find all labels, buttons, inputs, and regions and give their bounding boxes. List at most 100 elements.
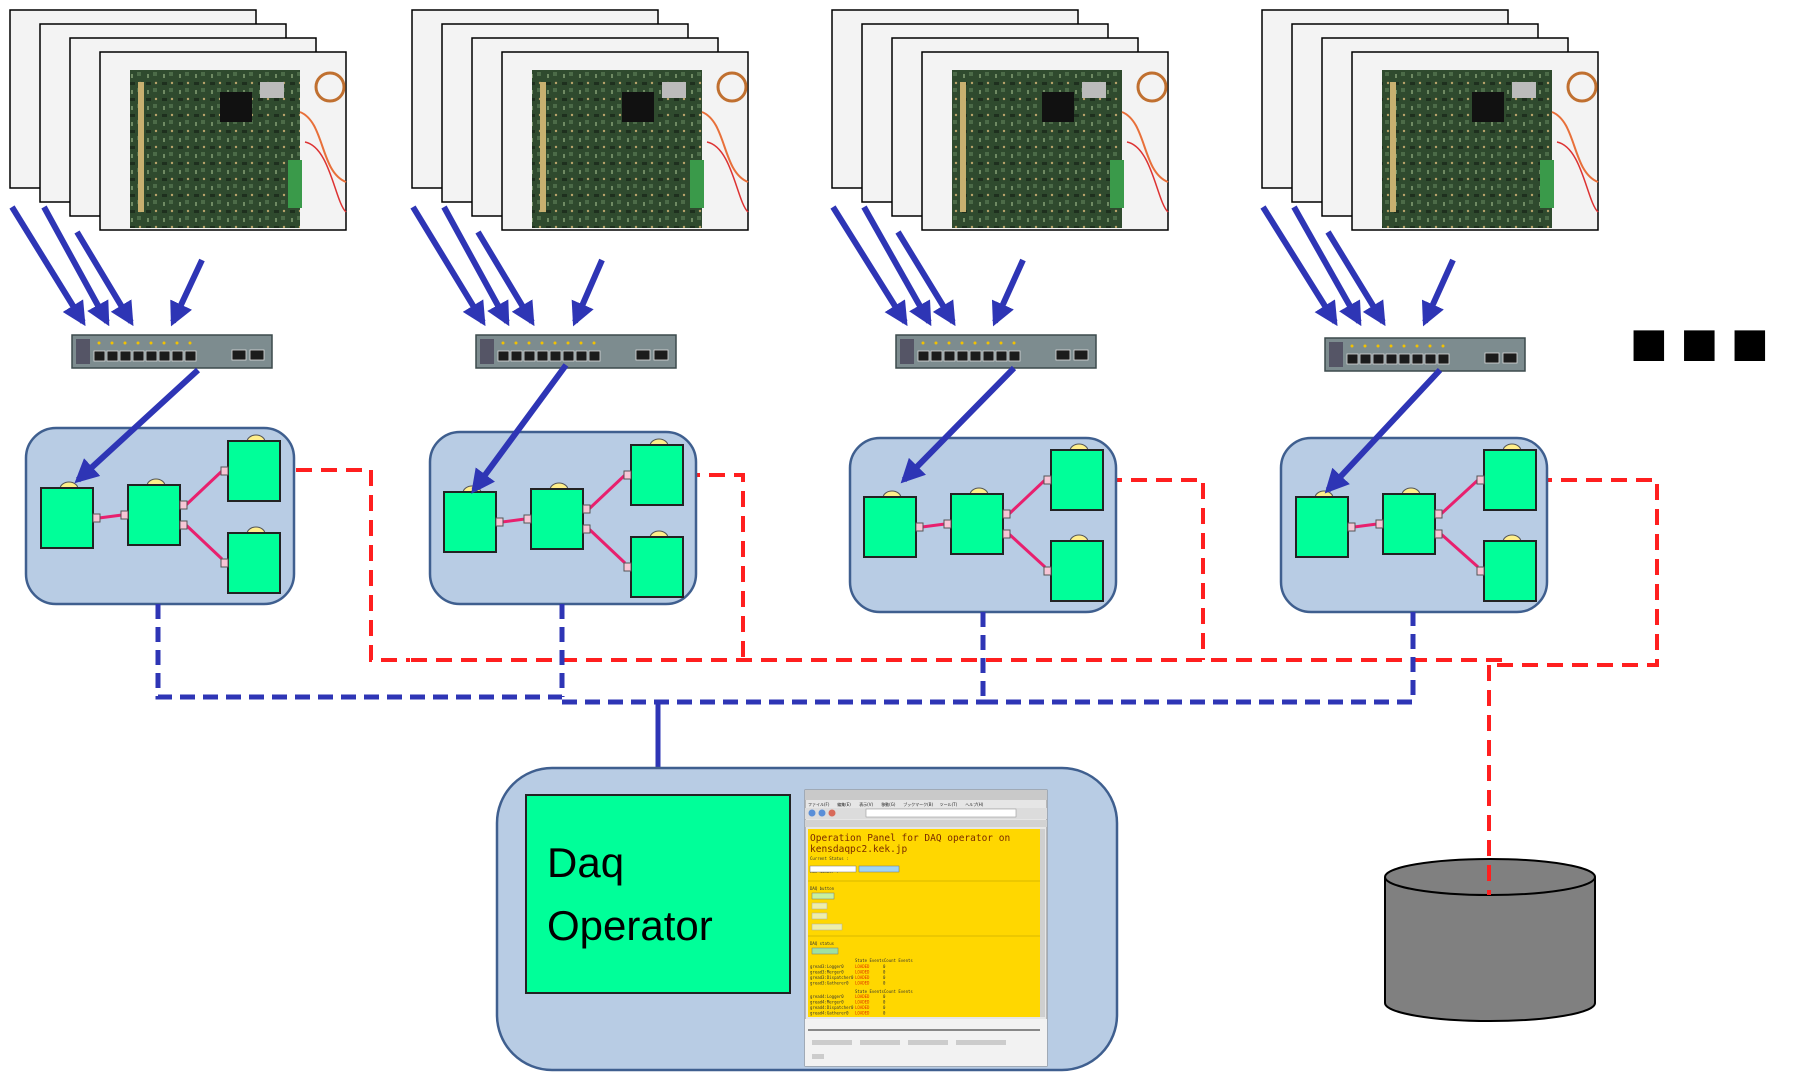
readout-board bbox=[921, 51, 1169, 231]
daq-component bbox=[943, 487, 1011, 555]
data-arrow bbox=[1291, 205, 1362, 327]
panel-content bbox=[808, 829, 1045, 1017]
data-arrow bbox=[861, 205, 932, 327]
panel-menubar: ファイル(F) 編集(E) 表示(V) 移動(G) ブックマーク(B) ツール(T) ヘルプ… bbox=[808, 801, 984, 807]
svg-text:gread4:Logger0: gread4:Logger0 bbox=[810, 994, 844, 999]
daq-component bbox=[1043, 534, 1104, 602]
board-stack bbox=[411, 9, 749, 231]
menu-item: ヘルプ(H) bbox=[965, 801, 984, 807]
switch-to-node-arrow bbox=[74, 367, 201, 484]
ethernet-switch bbox=[71, 334, 273, 369]
current-status-label: Current Status : bbox=[810, 856, 849, 861]
board-stack bbox=[831, 9, 1169, 231]
operator-node: Daq Operator ファイル(F) 編集(E) 表示(V) 移動(G) ブックマー… bbox=[495, 766, 1119, 1072]
daq-component bbox=[523, 482, 591, 550]
data-arrow bbox=[1260, 205, 1338, 327]
board-stack bbox=[9, 9, 347, 231]
storage-disk bbox=[1384, 858, 1596, 1022]
operator-label-line2: Operator bbox=[547, 902, 713, 949]
blue-control-links bbox=[155, 604, 1416, 705]
status-table-header: State EventsCount Events bbox=[855, 958, 913, 963]
svg-text:0: 0 bbox=[883, 970, 886, 975]
menu-item: 表示(V) bbox=[859, 801, 873, 807]
menu-item: 移動(G) bbox=[881, 801, 896, 807]
bookmarks-bar bbox=[805, 820, 1047, 827]
daq-component bbox=[1295, 490, 1356, 558]
daq-component bbox=[623, 530, 684, 598]
svg-text:gread3:Merger0: gread3:Merger0 bbox=[810, 970, 844, 975]
daq-component bbox=[1476, 534, 1537, 602]
readout-boards-layer bbox=[9, 9, 1599, 231]
daq-node bbox=[848, 365, 1118, 614]
readout-board bbox=[99, 51, 347, 231]
daq-button-label: DAQ button bbox=[810, 886, 835, 891]
data-arrow bbox=[895, 230, 956, 327]
data-arrow bbox=[991, 258, 1026, 327]
daq-component bbox=[443, 485, 504, 553]
daq-component bbox=[1476, 443, 1537, 511]
data-arrow bbox=[1325, 230, 1386, 327]
daq-node bbox=[1279, 367, 1549, 614]
svg-text:gread3:Logger0: gread3:Logger0 bbox=[810, 964, 844, 969]
svg-text:0: 0 bbox=[883, 1005, 886, 1010]
svg-text:0: 0 bbox=[883, 994, 886, 999]
daq-operator-component bbox=[525, 794, 791, 994]
status-table-header: State EventsCount Events bbox=[855, 989, 913, 994]
menu-item: 編集(E) bbox=[837, 801, 851, 807]
menu-item: ブックマーク(B) bbox=[903, 801, 933, 807]
svg-text:LOADED: LOADED bbox=[855, 975, 870, 980]
daq-component bbox=[220, 526, 281, 594]
svg-text:LOADED: LOADED bbox=[855, 1005, 870, 1010]
daq-component bbox=[1375, 487, 1443, 555]
start-button bbox=[811, 902, 828, 910]
stop-button bbox=[811, 912, 828, 920]
svg-text:0: 0 bbox=[883, 1000, 886, 1005]
operator-label-line1: Daq bbox=[547, 839, 624, 886]
readout-board bbox=[1351, 51, 1599, 231]
ethernet-switch bbox=[1324, 337, 1526, 372]
daq-component bbox=[120, 478, 188, 546]
url-bar bbox=[865, 808, 1017, 818]
readout-board bbox=[501, 51, 749, 231]
daq-node bbox=[24, 367, 296, 606]
svg-text:0: 0 bbox=[883, 1011, 886, 1016]
get-state-button bbox=[811, 947, 839, 955]
panel-scrollbar bbox=[1040, 829, 1045, 1017]
daq-component bbox=[40, 481, 101, 549]
reload-icon bbox=[828, 809, 836, 817]
panel-heading-line1: Operation Panel for DAQ operator on bbox=[810, 833, 1010, 844]
daq-component bbox=[623, 438, 684, 506]
switch-to-node-arrow bbox=[471, 363, 569, 494]
daq-status-label: DAQ status bbox=[810, 941, 835, 946]
data-arrow bbox=[1421, 258, 1456, 327]
menu-item: ツール(T) bbox=[940, 802, 958, 807]
switch-to-node-arrow bbox=[1324, 367, 1443, 494]
svg-text:0: 0 bbox=[883, 981, 886, 986]
data-arrow bbox=[410, 205, 486, 327]
svg-text:LOADED: LOADED bbox=[855, 1011, 870, 1016]
svg-text:0: 0 bbox=[883, 975, 886, 980]
more-nodes-ellipsis: ■ ■ ■ bbox=[1630, 320, 1769, 366]
ellipsis-text: ■ ■ ■ bbox=[1630, 320, 1769, 366]
board-to-switch-arrows bbox=[9, 205, 1456, 327]
data-arrow bbox=[571, 258, 605, 327]
daq-node bbox=[428, 363, 698, 606]
panel-heading-line2: kensdaqpc2.kek.jp bbox=[810, 844, 908, 855]
menu-item: ファイル(F) bbox=[808, 802, 830, 807]
data-arrow bbox=[441, 205, 510, 327]
svg-text:0: 0 bbox=[883, 964, 886, 969]
daq-nodes bbox=[24, 363, 1549, 614]
daq-component bbox=[220, 434, 281, 502]
svg-text:gread3:Dispatcher0: gread3:Dispatcher0 bbox=[810, 975, 854, 980]
data-arrow bbox=[41, 205, 110, 327]
run-apply-button bbox=[858, 865, 900, 873]
